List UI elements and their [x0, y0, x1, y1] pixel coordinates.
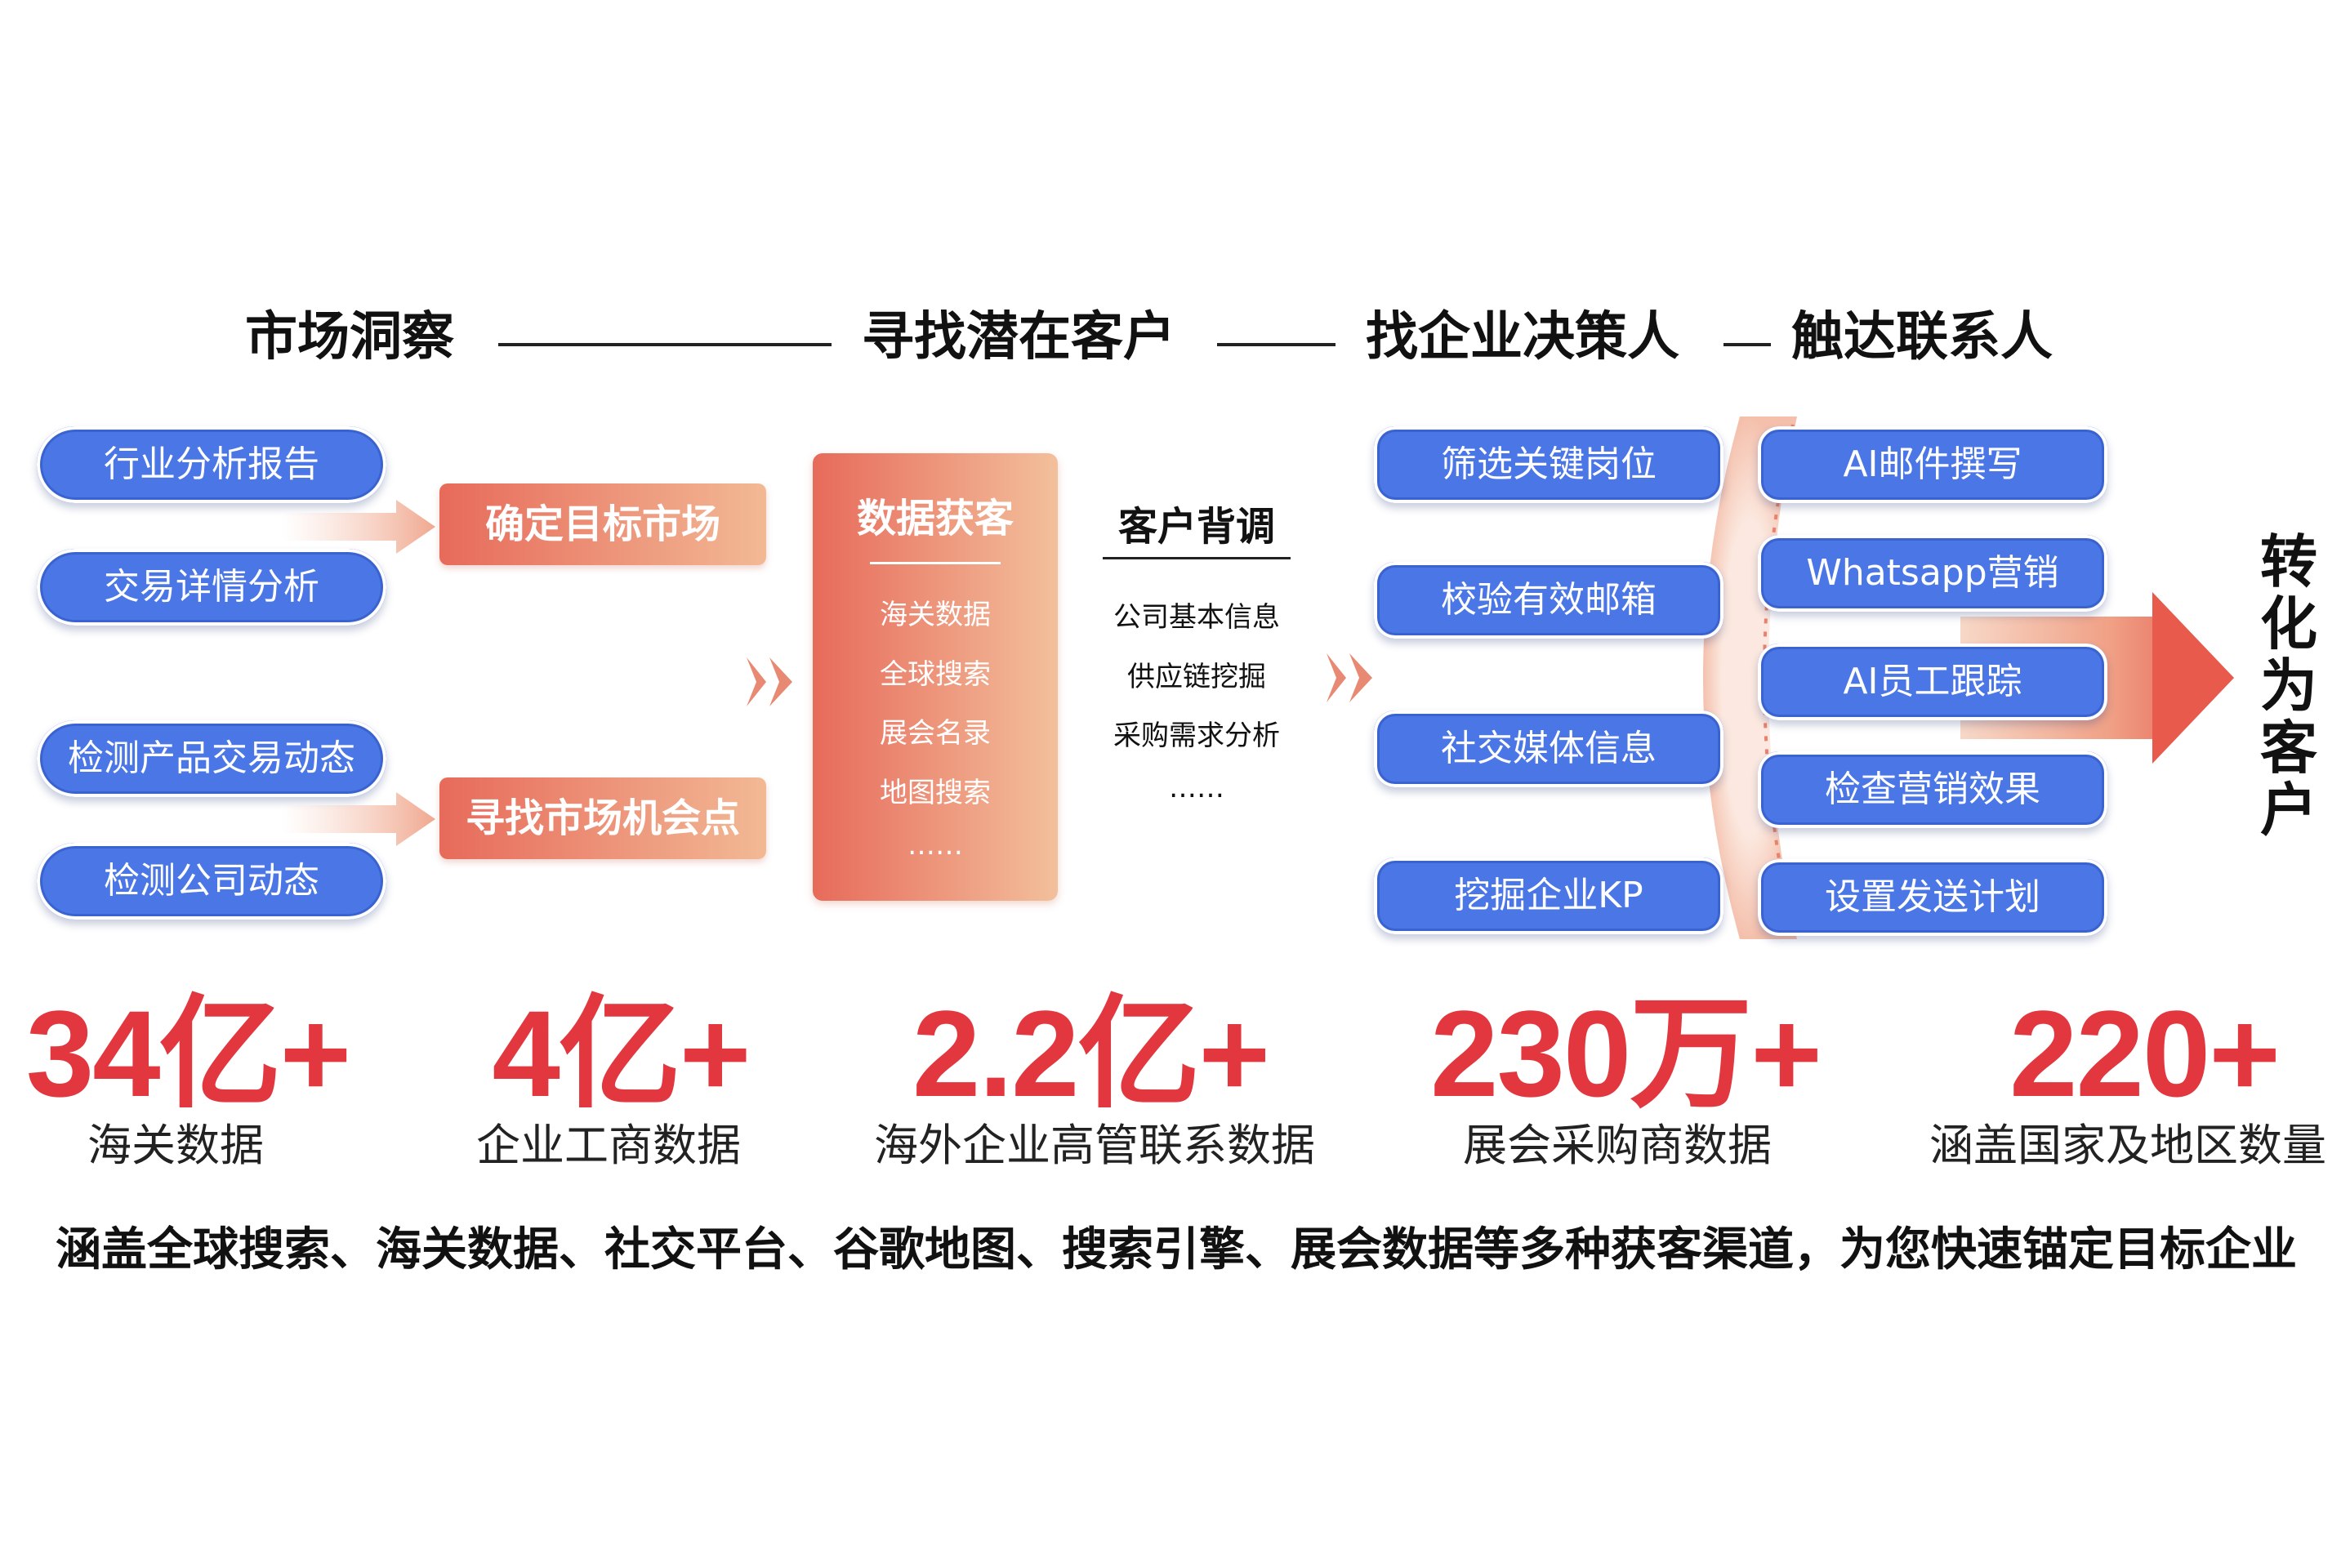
pill-industry-report: 行业分析报告	[37, 426, 386, 503]
background-item: ……	[1169, 772, 1224, 804]
chevron-double-right-icon	[747, 657, 792, 706]
pill-ai-staff: AI员工跟踪	[1758, 644, 2107, 720]
arrow-right-icon	[282, 792, 435, 846]
pill-marketing-effect: 检查营销效果	[1758, 751, 2107, 828]
pill-send-schedule: 设置发送计划	[1758, 859, 2107, 936]
stat-value: 2.2亿+	[912, 985, 1270, 1122]
background-title: 客户背调	[1117, 504, 1275, 550]
data-acquisition-panel: 数据获客 海关数据 全球搜索 展会名录 地图搜索 ……	[813, 453, 1058, 901]
stage-market-insight: 市场洞察	[245, 307, 454, 368]
pill-verify-email: 校验有效邮箱	[1374, 562, 1723, 639]
pill-whatsapp: Whatsapp营销	[1758, 535, 2107, 612]
panel-item: ……	[907, 829, 963, 862]
stage-separator	[1723, 343, 1771, 346]
stage-reach-contacts: 触达联系人	[1791, 307, 2053, 368]
stat-label: 展会采购商数据	[1463, 1120, 1772, 1171]
footer-summary: 涵盖全球搜索、海关数据、社交平台、谷歌地图、搜索引擎、展会数据等多种获客渠道，为…	[56, 1223, 2297, 1276]
pill-key-positions: 筛选关键岗位	[1374, 426, 1723, 503]
panel-item: 展会名录	[880, 717, 991, 750]
target-market-box: 确定目标市场	[439, 483, 766, 565]
background-item: 公司基本信息	[1113, 601, 1280, 634]
stage-decision-makers: 找企业决策人	[1366, 307, 1679, 368]
pill-ai-email: AI邮件撰写	[1758, 426, 2107, 503]
arrow-right-icon	[282, 500, 435, 554]
stat-value: 220+	[2009, 985, 2281, 1122]
background-item: 采购需求分析	[1113, 719, 1280, 752]
background-item: 供应链挖掘	[1127, 661, 1266, 693]
panel-item: 地图搜索	[880, 777, 991, 809]
pill-company-kp: 挖掘企业KP	[1374, 858, 1723, 934]
convert-label: 转化为客户	[2260, 528, 2317, 844]
stage-separator	[498, 343, 832, 346]
opportunity-box: 寻找市场机会点	[439, 777, 766, 859]
panel-divider	[870, 562, 1001, 564]
pill-trade-analysis: 交易详情分析	[37, 549, 386, 626]
stat-label: 海外企业高管联系数据	[874, 1120, 1315, 1171]
stat-value: 34亿+	[25, 985, 351, 1122]
panel-item: 海关数据	[880, 599, 991, 631]
stat-label: 涵盖国家及地区数量	[1929, 1120, 2326, 1171]
chevron-double-right-icon	[1327, 653, 1372, 702]
pill-company-activity: 检测公司动态	[37, 843, 386, 920]
pill-social-media: 社交媒体信息	[1374, 710, 1723, 787]
stat-value: 230万+	[1430, 985, 1822, 1122]
background-divider	[1103, 557, 1291, 559]
stage-find-customers: 寻找潜在客户	[862, 307, 1175, 368]
panel-item: 全球搜索	[880, 658, 991, 691]
stat-value: 4亿+	[492, 985, 751, 1122]
stat-label: 海关数据	[87, 1120, 264, 1171]
stat-label: 企业工商数据	[476, 1120, 741, 1171]
pill-product-trade: 检测产品交易动态	[37, 720, 386, 797]
stage-separator	[1217, 343, 1336, 346]
panel-title: 数据获客	[856, 496, 1014, 541]
